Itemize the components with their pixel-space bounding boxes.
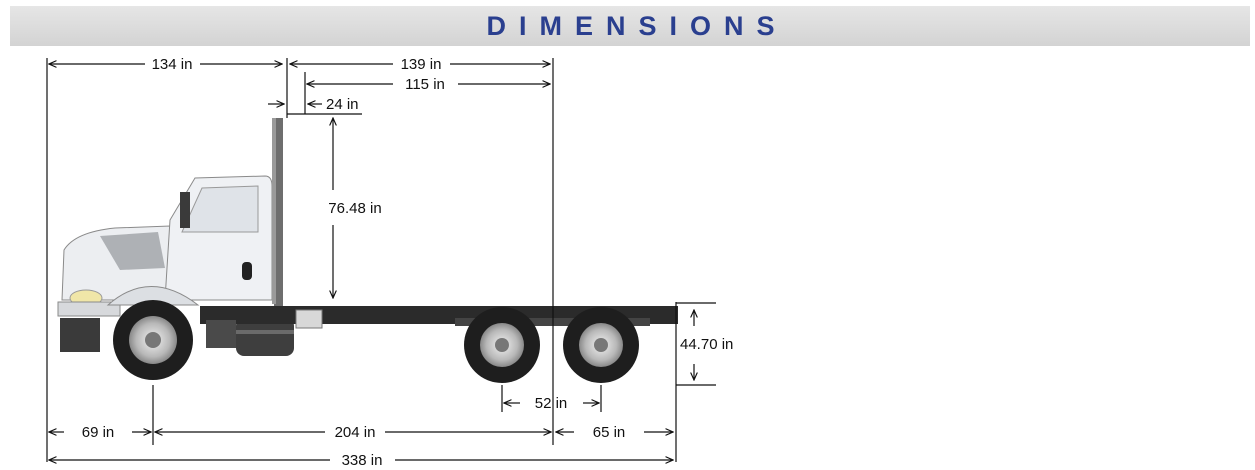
front-wheel [113,300,193,380]
reference-lines [46,58,716,462]
front-fender [106,286,200,306]
label-69-in: 69 in [82,424,115,441]
cab-fuel-cap [242,262,252,280]
rear-wheel-rear [563,307,639,383]
label-52-in: 52 in [535,395,568,412]
label-115-in: 115 in [405,76,445,93]
label-204-in: 204 in [335,424,376,441]
page-title: DIMENSIONS [486,10,788,41]
label-24-in: 24 in [326,96,359,113]
label-65-in: 65 in [593,424,626,441]
fuel-tank [236,318,294,356]
header-banner: DIMENSIONS [10,6,1250,46]
label-76-48-in: 76.48 in [328,200,381,217]
label-139-in: 139 in [401,56,442,73]
exhaust-shield [272,118,276,304]
truck-illustration [57,118,678,383]
frame-bracket [295,309,323,329]
front-bumper [57,301,121,317]
label-134-in: 134 in [152,56,193,73]
label-338-in: 338 in [342,452,383,469]
cab-window [181,185,259,233]
battery-box [206,320,236,348]
front-mud-flap [60,318,100,352]
hood-detail [100,232,165,270]
rear-wheel-forward [464,307,540,383]
side-mirror [180,192,190,228]
exhaust-stack [274,118,283,310]
fuel-tank-band [236,330,294,334]
label-44-70-in: 44.70 in [680,336,733,353]
